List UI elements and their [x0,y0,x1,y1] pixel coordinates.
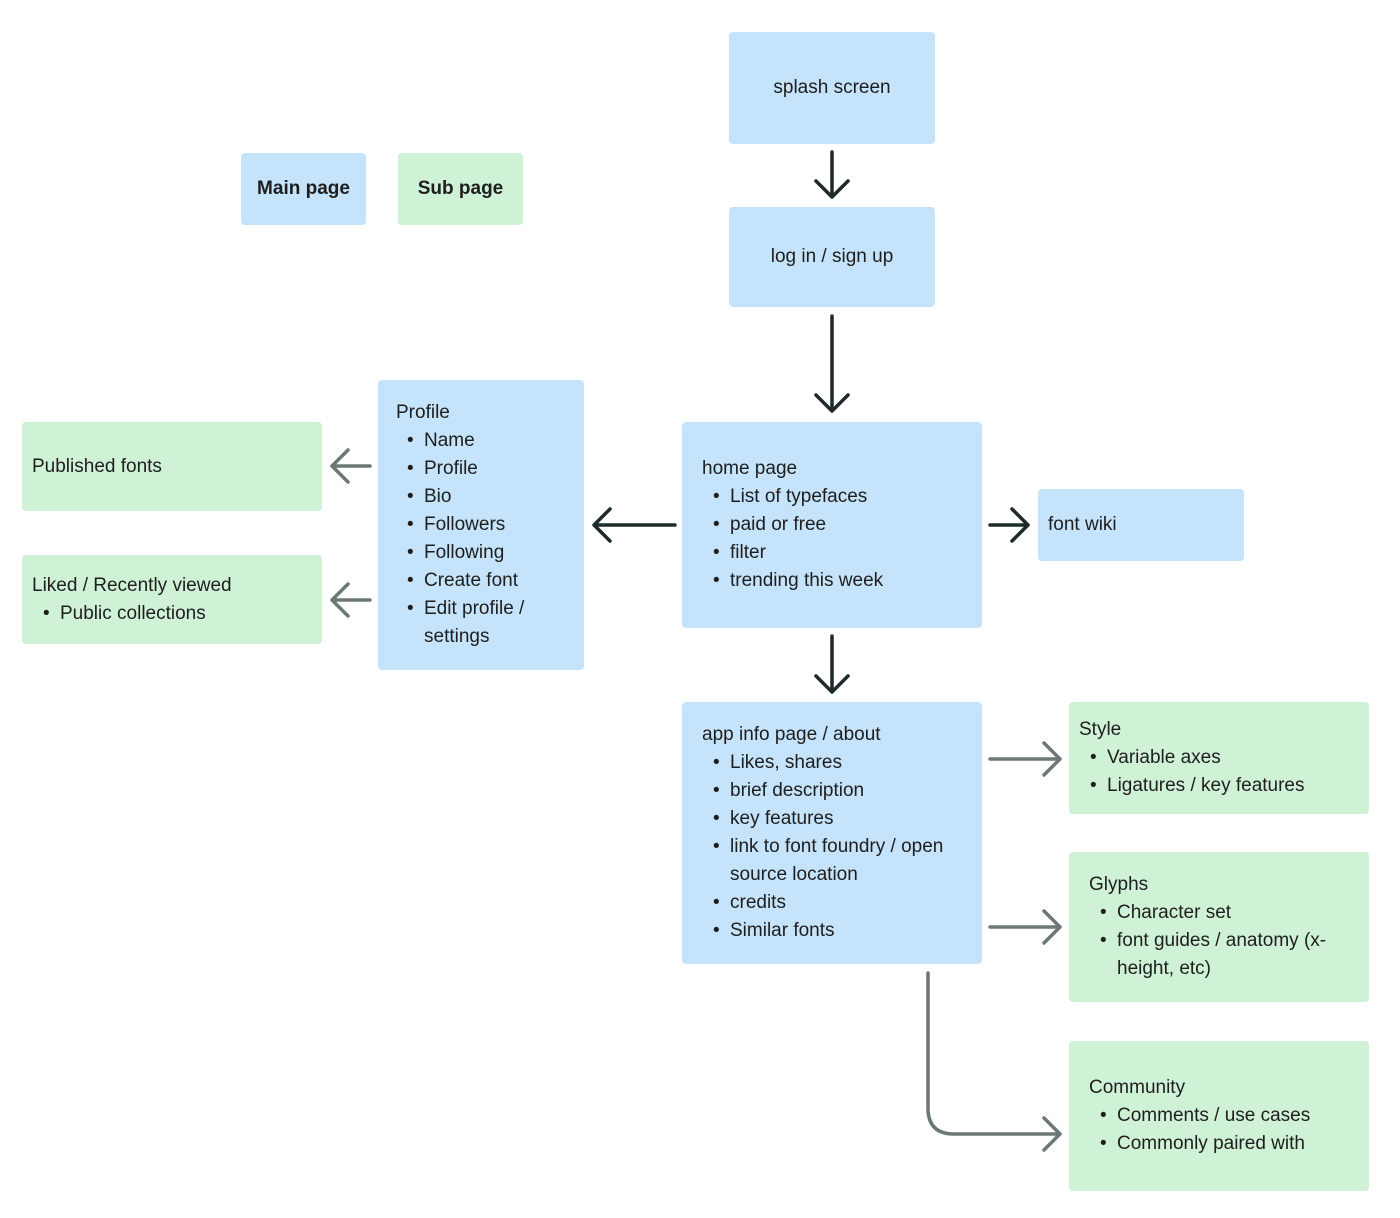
glyphs-item: Character set [1100,899,1351,927]
node-login-title: log in / sign up [770,246,894,267]
arrow-appinfo-to-community [926,971,1062,1152]
style-list: Variable axes Ligatures / key features [1079,744,1369,800]
home-list: List of typefaces paid or free filter tr… [702,483,982,595]
appinfo-item: Likes, shares [713,749,970,777]
node-community-title: Community [1089,1077,1186,1098]
style-item: Ligatures / key features [1090,772,1369,800]
arrow-home-to-profile [592,507,677,543]
profile-item: Profile [407,455,574,483]
liked-item: Public collections [43,600,322,628]
node-splash-title: splash screen [773,77,891,98]
profile-item: Create font [407,567,574,595]
node-splash-screen: splash screen [729,32,935,144]
appinfo-item: brief description [713,777,970,805]
node-community: Community Comments / use cases Commonly … [1069,1041,1369,1191]
arrow-profile-to-liked [330,582,372,618]
node-profile: Profile Name Profile Bio Followers Follo… [378,380,584,670]
node-home-page: home page List of typefaces paid or free… [682,422,982,628]
appinfo-list: Likes, shares brief description key feat… [702,749,970,945]
community-item: Comments / use cases [1100,1102,1369,1130]
node-font-wiki: font wiki [1038,489,1244,561]
profile-list: Name Profile Bio Followers Following Cre… [396,427,584,651]
legend-sub-label: Sub page [417,178,504,199]
arrow-home-to-appinfo [814,634,850,694]
node-style-title: Style [1079,719,1122,740]
node-appinfo-title: app info page / about [702,724,881,745]
arrow-appinfo-to-style [988,741,1062,777]
node-home-title: home page [702,458,798,479]
arrow-splash-to-login [814,150,850,199]
glyphs-item: font guides / anatomy (x-height, etc) [1100,927,1351,983]
legend-main-page: Main page [241,153,366,225]
appinfo-item: link to font foundry / open source locat… [713,833,970,889]
arrow-home-to-fontwiki [988,507,1030,543]
community-item: Commonly paired with [1100,1130,1369,1158]
arrow-appinfo-to-glyphs [988,909,1062,945]
appinfo-item: Similar fonts [713,917,970,945]
profile-item: Following [407,539,574,567]
node-published-fonts: Published fonts [22,422,322,511]
glyphs-list: Character set font guides / anatomy (x-h… [1089,899,1351,983]
arrow-login-to-home [814,314,850,413]
node-liked: Liked / Recently viewed Public collectio… [22,555,322,644]
home-item: paid or free [713,511,982,539]
legend-sub-page: Sub page [398,153,523,225]
node-liked-title: Liked / Recently viewed [32,574,232,596]
style-item: Variable axes [1090,744,1369,772]
home-item: filter [713,539,982,567]
legend-main-label: Main page [257,178,350,199]
node-app-info: app info page / about Likes, shares brie… [682,702,982,964]
node-glyphs: Glyphs Character set font guides / anato… [1069,852,1369,1002]
home-item: trending this week [713,567,982,595]
node-fontwiki-title: font wiki [1048,514,1117,535]
liked-list: Public collections [32,600,322,628]
profile-item: Edit profile / settings [407,595,574,651]
node-style: Style Variable axes Ligatures / key feat… [1069,702,1369,814]
profile-item: Name [407,427,574,455]
appinfo-item: key features [713,805,970,833]
home-item: List of typefaces [713,483,982,511]
appinfo-item: credits [713,889,970,917]
community-list: Comments / use cases Commonly paired wit… [1089,1102,1369,1158]
profile-item: Followers [407,511,574,539]
node-login: log in / sign up [729,207,935,307]
profile-item: Bio [407,483,574,511]
arrow-profile-to-published [330,448,372,484]
node-published-title: Published fonts [32,455,162,477]
node-glyphs-title: Glyphs [1089,874,1149,895]
node-profile-title: Profile [396,402,450,423]
